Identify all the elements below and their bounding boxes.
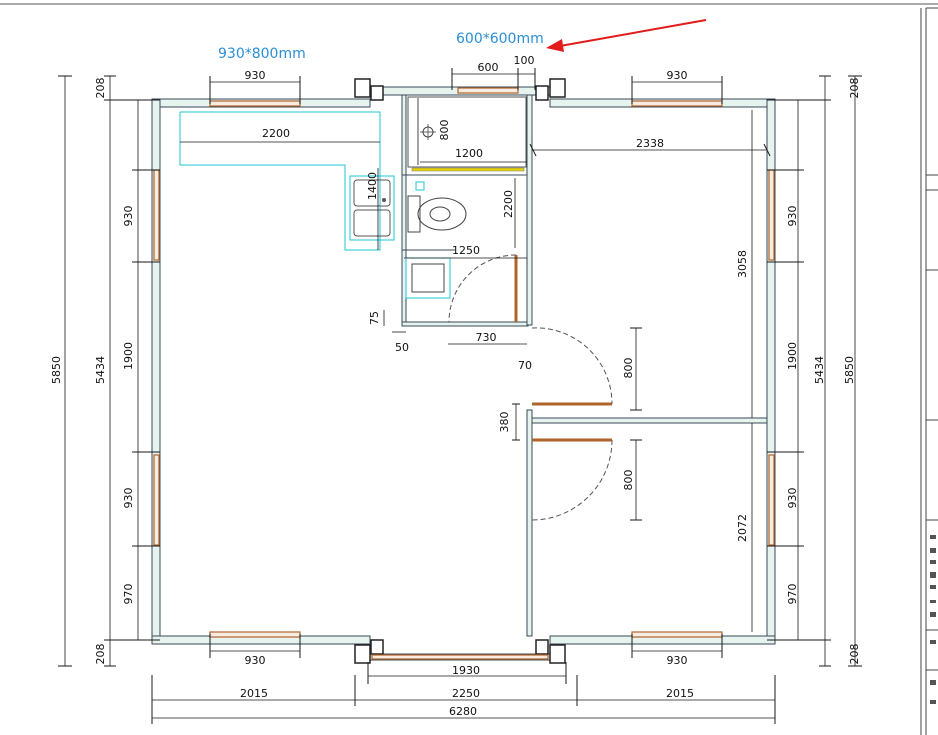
dim-bath-width: 1250 — [452, 244, 480, 257]
dimension-lines — [64, 73, 856, 719]
dim-door1: 800 — [622, 358, 635, 379]
dim-left-bottom: 208 — [94, 644, 107, 665]
dimension-ticks — [58, 68, 862, 724]
dim-shower-width: 1200 — [455, 147, 483, 160]
bath-sink — [405, 257, 451, 299]
dim-right-top: 208 — [848, 78, 861, 99]
dim-right-total: 5850 — [843, 356, 856, 384]
dim-left-inner-total: 5434 — [94, 356, 107, 384]
faucet-icon — [382, 198, 386, 202]
dim-right-win1: 930 — [786, 206, 799, 227]
dim-right-bottom: 208 — [848, 644, 861, 665]
dim-counter-depth: 1400 — [366, 172, 379, 200]
toilet — [407, 181, 467, 233]
dim-bottom-right-window: 930 — [667, 654, 688, 667]
window-right-lower — [768, 454, 775, 546]
dim-shower-depth: 800 — [438, 120, 451, 141]
window-right-upper — [768, 169, 775, 261]
dim-bottom-seg-right: 2015 — [666, 687, 694, 700]
dim-left-low: 970 — [122, 584, 135, 605]
dim-room1-width: 2338 — [636, 137, 664, 150]
dim-top-right-window: 930 — [667, 69, 688, 82]
dim-right-win2: 930 — [786, 488, 799, 509]
dim-partition-gap: 380 — [498, 412, 511, 433]
window-size-note: 930*800mm — [218, 46, 306, 62]
window-left-lower — [153, 454, 160, 546]
dim-door-gap: 70 — [518, 359, 532, 372]
dim-room2-height: 2072 — [736, 514, 749, 542]
dim-bath-wall: 75 — [368, 311, 381, 325]
outer-walls — [151, 86, 776, 661]
title-block — [920, 7, 938, 735]
kitchen-counter — [179, 111, 395, 251]
dim-right-low: 970 — [786, 584, 799, 605]
red-arrow — [546, 19, 707, 52]
windows — [153, 87, 775, 660]
dim-left-top: 208 — [94, 78, 107, 99]
dim-bottom-left-window: 930 — [245, 654, 266, 667]
dim-bottom-seg-left: 2015 — [240, 687, 268, 700]
window-bottom-left — [209, 631, 301, 638]
window-top-bath — [457, 87, 519, 94]
window-top-left — [209, 100, 301, 107]
window-left-upper — [153, 169, 160, 261]
entrance-door — [371, 654, 549, 660]
interior-walls — [401, 94, 768, 637]
window-top-right — [631, 100, 723, 107]
dim-bottom-seg-mid: 2250 — [452, 687, 480, 700]
wall-corner-posts — [354, 78, 566, 664]
dim-counter-length: 2200 — [262, 127, 290, 140]
dim-bath-height: 2200 — [502, 190, 515, 218]
dim-room1-height: 3058 — [736, 250, 749, 278]
dimension-labels: 930 600 100 930 930 1930 930 2015 2250 2… — [50, 54, 861, 718]
dim-right-mid: 1900 — [786, 342, 799, 370]
dim-bath-door: 730 — [476, 331, 497, 344]
dim-top-small-gap: 100 — [514, 54, 535, 67]
dim-bottom-door: 1930 — [452, 664, 480, 677]
dim-top-small-window: 600 — [478, 61, 499, 74]
shower — [407, 96, 527, 172]
dim-door2: 800 — [622, 470, 635, 491]
dim-left-mid: 1900 — [122, 342, 135, 370]
dim-left-win1: 930 — [122, 206, 135, 227]
dim-total-width: 6280 — [449, 705, 477, 718]
dim-bath-offset: 50 — [395, 341, 409, 354]
dim-right-inner-total: 5434 — [813, 356, 826, 384]
doors — [448, 254, 613, 521]
dim-left-win2: 930 — [122, 488, 135, 509]
window-bottom-right — [631, 631, 723, 638]
small-window-size-note: 600*600mm — [456, 31, 544, 47]
shower-bar — [411, 167, 525, 172]
dim-left-total: 5850 — [50, 356, 63, 384]
dim-top-left-window: 930 — [245, 69, 266, 82]
